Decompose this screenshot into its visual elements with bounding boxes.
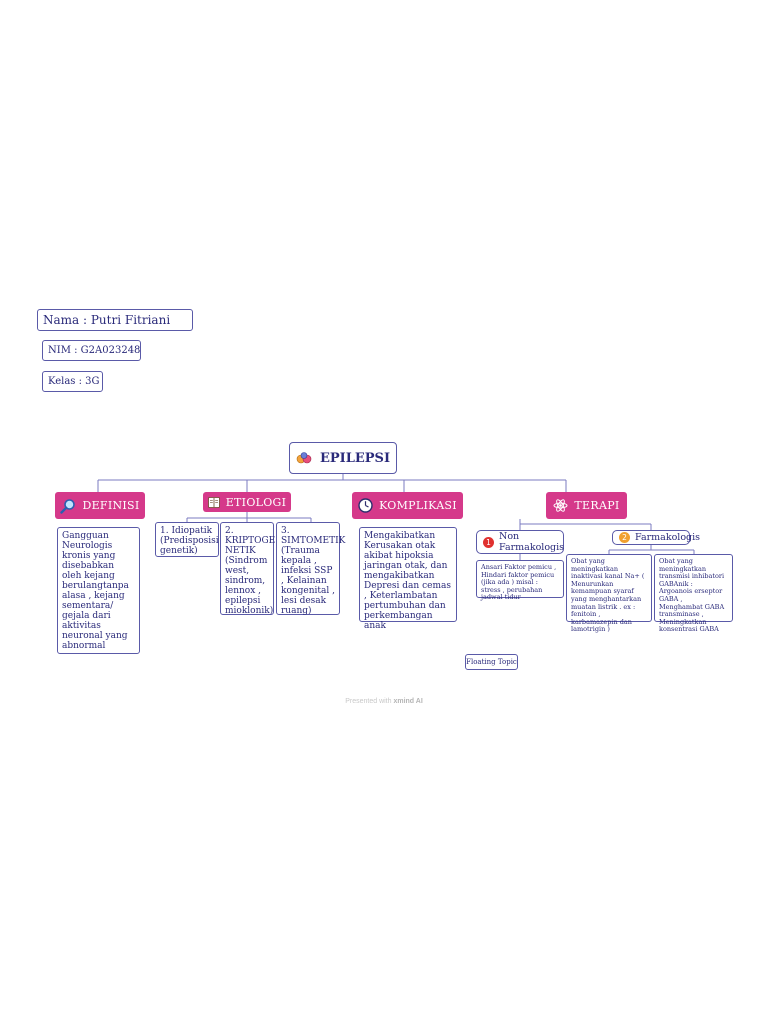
category-terapi[interactable]: TERAPI	[546, 492, 627, 519]
footer-prefix: Presented with	[345, 698, 394, 705]
farmakologis-item-1[interactable]: Obat yang meningkatkan inaktivasi kanal …	[566, 554, 652, 633]
terapi-non-farmakologis[interactable]: 1 Non Farmakologis	[476, 530, 564, 554]
magnifier-icon	[60, 498, 76, 514]
farmakologis-label: Farmakologis	[635, 532, 701, 543]
student-nim: NIM : G2A023248	[48, 345, 141, 356]
farmakologis-item-2-text: Obat yang meningkatkan transmisi inhibat…	[659, 557, 725, 634]
non-farmakologis-text-box[interactable]: Ansari Faktor pemicu , Hindari faktor pe…	[476, 560, 564, 602]
definisi-text: Gangguan Neurologis kronis yang disebabk…	[62, 531, 129, 651]
atom-icon	[553, 499, 568, 512]
priority-1-icon: 1	[483, 536, 494, 548]
etiologi-item-3[interactable]: 3. SIMTOMETIK (Trauma kepala , infeksi S…	[276, 522, 345, 616]
definisi-text-box[interactable]: Gangguan Neurologis kronis yang disebabk…	[57, 527, 140, 654]
category-terapi-label: TERAPI	[574, 499, 620, 512]
student-name: Nama : Putri Fitriani	[43, 313, 171, 327]
presented-with-footer: Presented with xmind AI	[0, 698, 768, 705]
etiologi-item-3-text: 3. SIMTOMETIK (Trauma kepala , infeksi S…	[281, 526, 346, 616]
terapi-farmakologis[interactable]: 2 Farmakologis	[612, 530, 700, 545]
etiologi-item-2-text: 2. KRIPTOGE NETIK (Sindrom west, sindrom…	[225, 526, 276, 616]
non-farmakologis-label: Non Farmakologis	[499, 531, 565, 553]
category-komplikasi-label: KOMPLIKASI	[379, 499, 457, 512]
farmakologis-item-1-text: Obat yang meningkatkan inaktivasi kanal …	[571, 557, 645, 634]
student-name-box: Nama : Putri Fitriani	[37, 309, 193, 331]
central-topic-label: EPILEPSI	[319, 450, 391, 466]
etiologi-item-2[interactable]: 2. KRIPTOGE NETIK (Sindrom west, sindrom…	[220, 522, 276, 616]
student-kelas-box: Kelas : 3G	[42, 371, 103, 392]
clock-icon	[358, 498, 373, 513]
footer-brand: xmind AI	[393, 698, 423, 705]
floating-topic[interactable]: Floating Topic	[465, 654, 518, 670]
central-topic[interactable]: EPILEPSI	[289, 442, 397, 474]
category-definisi-label: DEFINISI	[82, 499, 140, 512]
student-kelas: Kelas : 3G	[48, 376, 100, 387]
priority-2-icon: 2	[619, 532, 630, 543]
floating-topic-label: Floating Topic	[466, 658, 517, 666]
komplikasi-text: Mengakibatkan Kerusakan otak akibat hipo…	[364, 531, 451, 631]
etiologi-item-1[interactable]: 1. Idiopatik (Predisposisi genetik)	[155, 522, 219, 557]
category-etiologi-label: ETIOLOGI	[225, 495, 287, 509]
komplikasi-text-box[interactable]: Mengakibatkan Kerusakan otak akibat hipo…	[359, 527, 457, 631]
book-icon	[207, 496, 220, 508]
medicine-pills-icon	[296, 452, 312, 464]
farmakologis-item-2[interactable]: Obat yang meningkatkan transmisi inhibat…	[654, 554, 733, 633]
non-farmakologis-text: Ansari Faktor pemicu , Hindari faktor pe…	[481, 563, 557, 602]
category-definisi[interactable]: DEFINISI	[55, 492, 145, 519]
category-etiologi[interactable]: ETIOLOGI	[203, 492, 291, 512]
category-komplikasi[interactable]: KOMPLIKASI	[352, 492, 463, 519]
student-nim-box: NIM : G2A023248	[42, 340, 141, 361]
etiologi-item-1-text: 1. Idiopatik (Predisposisi genetik)	[160, 526, 219, 556]
